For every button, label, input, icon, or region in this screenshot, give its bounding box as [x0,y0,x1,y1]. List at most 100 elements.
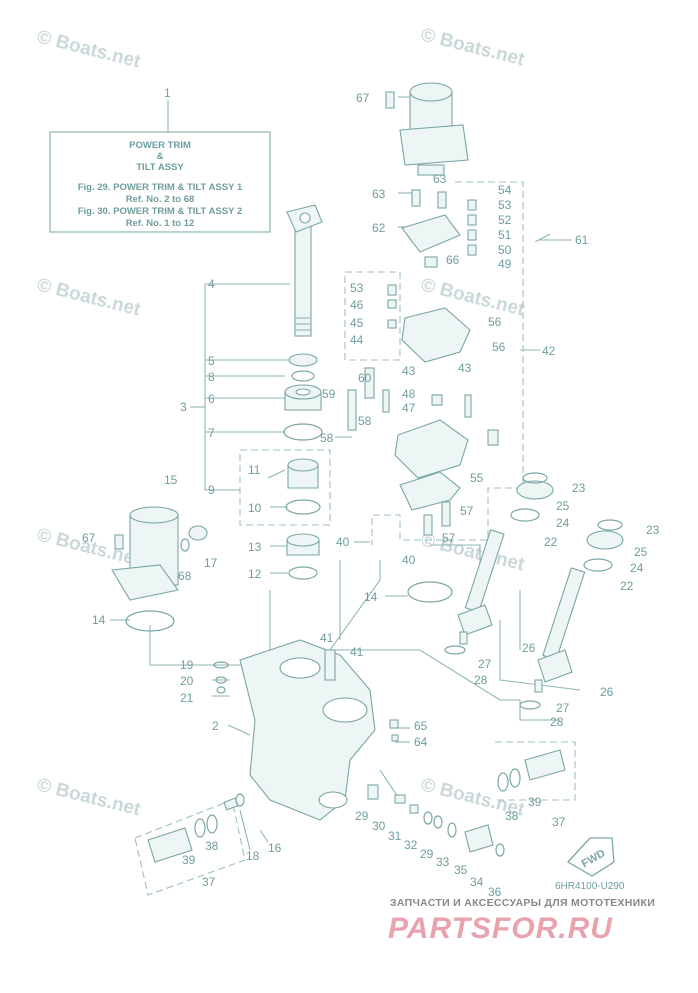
callout: 5 [208,354,215,368]
callout: 3 [180,400,187,414]
callout: 32 [404,838,418,852]
callout: 42 [542,344,556,358]
callout: 24 [630,561,644,575]
callout: 14 [92,613,106,627]
callout: 29 [355,809,369,823]
callout: 25 [634,545,648,559]
legend-ref2: Fig. 30. POWER TRIM & TILT ASSY 2 [78,206,243,217]
callout: 51 [498,228,512,242]
callout: 28 [550,715,564,729]
callout: 30 [372,819,386,833]
pump-block [347,199,551,536]
callout: 14 [364,590,378,604]
callout: 40 [402,553,416,567]
callout: 23 [646,523,660,537]
legend-ref1-range: Ref. No. 2 to 68 [126,194,195,205]
callout: 40 [336,535,350,549]
callout: 39 [528,795,542,809]
callout: 22 [620,579,634,593]
tilt-rod [286,204,323,337]
callout: 48 [402,387,416,401]
callout: 13 [248,540,262,554]
callout: 60 [358,371,372,385]
callout: 39 [182,853,196,867]
callout: 58 [358,414,372,428]
callout: 68 [178,569,192,583]
fwd-arrow: FWD [566,837,615,877]
callout: 28 [474,673,488,687]
callout: 55 [470,471,484,485]
legend-box: 1 POWER TRIM & TILT ASSY Fig. 29. POWER … [49,86,271,233]
callout: 16 [268,841,282,855]
callout: 53 [498,198,512,212]
callout: 18 [246,849,260,863]
callout: 66 [446,253,460,267]
watermark: © Boats.net [35,774,143,820]
subassembly-frames [134,181,576,896]
callout: 27 [556,701,570,715]
watermark: © Boats.net [35,274,143,320]
callout: 25 [556,499,570,513]
callout: 11 [248,463,261,477]
callout: 45 [350,316,364,330]
legend-title-line3: TILT ASSY [136,162,184,173]
callout: 67 [82,531,96,545]
callout: 21 [180,691,194,705]
callout: 31 [388,829,402,843]
callout: 57 [442,531,456,545]
callout: 9 [208,483,215,497]
legend-title-line1: POWER TRIM [129,140,191,151]
callout: 17 [204,556,218,570]
legend-frame [49,131,271,233]
callout: 41 [320,631,334,645]
callout: 49 [498,257,512,271]
callout: 56 [488,315,502,329]
callout: 46 [350,298,364,312]
callout: 19 [180,658,194,672]
trim-cylinders [444,472,624,710]
callout: 33 [436,855,450,869]
callout-1: 1 [164,86,171,100]
callout: 10 [248,501,262,515]
callout: 35 [454,863,468,877]
watermark: © Boats.net [35,26,143,72]
callout: 38 [505,809,519,823]
callout: 7 [208,426,215,440]
brand-tagline: ЗАПЧАСТИ И АКСЕССУАРЫ ДЛЯ МОТОТЕХНИКИ [390,897,655,909]
callout: 56 [492,340,506,354]
diagram-code: 6HR4100-U290 [555,881,625,892]
callout: 61 [575,233,589,247]
legend-ref1: Fig. 29. POWER TRIM & TILT ASSY 1 [78,182,243,193]
callout: 20 [180,674,194,688]
callout: 34 [470,875,484,889]
callout: 57 [460,504,474,518]
brand-logo: PARTSFOR.RU [388,912,613,945]
callout: 4 [208,277,215,291]
reservoir [111,506,208,632]
callout: 36 [488,885,502,899]
callout: 38 [205,839,219,853]
callout: 24 [556,516,570,530]
callout: 63 [433,172,447,186]
callout: 23 [572,481,586,495]
callout: 37 [202,875,216,889]
legend-ref2-range: Ref. No. 1 to 12 [126,218,195,229]
callout: 15 [164,473,178,487]
callout: 8 [208,370,215,384]
callout: 58 [320,431,334,445]
manual-valves [147,661,566,863]
callout: 26 [522,641,536,655]
callout: 50 [498,243,512,257]
motor-assy [385,82,469,268]
callout: 2 [212,719,219,733]
callout: 59 [322,387,336,401]
callout: 12 [248,567,262,581]
callout: 6 [208,392,215,406]
callout: 62 [372,221,386,235]
callout: 52 [498,213,512,227]
callout: 43 [402,364,416,378]
callout: 44 [350,333,364,347]
callout: 54 [498,183,512,197]
